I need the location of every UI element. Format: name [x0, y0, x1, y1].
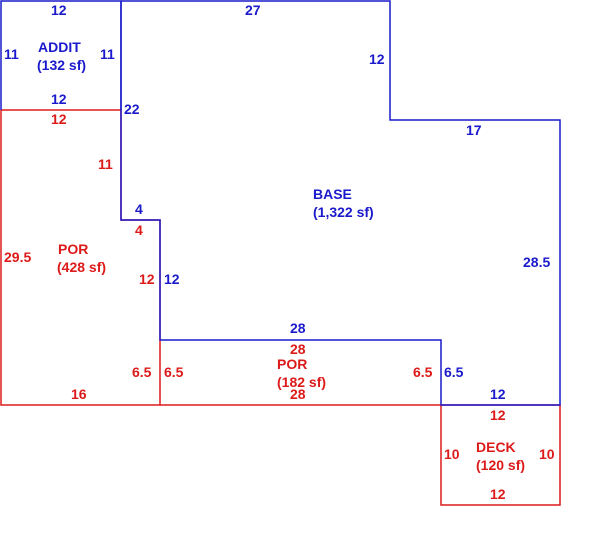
dim-por-inner-upper: 11: [98, 156, 113, 172]
deck-name-label: DECK: [476, 439, 516, 455]
dim-deck-bottom: 12: [490, 486, 506, 502]
dim-base-bottom-right-side: 6.5: [444, 364, 464, 380]
dim-deck-left: 10: [444, 446, 460, 462]
por-left-area-label: (428 sf): [57, 259, 106, 275]
addit-area-label: (132 sf): [37, 57, 86, 73]
dim-base-notch-side: 12: [164, 271, 180, 287]
dim-base-notch-top: 4: [135, 201, 143, 217]
deck-area-label: (120 sf): [476, 457, 525, 473]
dim-base-bottom-left-side: 6.5: [164, 364, 184, 380]
dim-por-notch-side: 12: [139, 271, 155, 287]
addit-name-label: ADDIT: [38, 39, 81, 55]
por-center-name-label: POR: [277, 356, 307, 372]
dim-base-top: 27: [245, 2, 261, 18]
dim-base-step-top: 17: [466, 122, 482, 138]
dim-por-inner-lower: 6.5: [132, 364, 152, 380]
dim-por2-right: 6.5: [413, 364, 433, 380]
dim-deck-right: 10: [539, 446, 555, 462]
dim-addit-left: 11: [4, 46, 19, 62]
por-center-area-label: (182 sf): [277, 374, 326, 390]
dim-base-bottom: 28: [290, 320, 306, 336]
dim-base-left-upper: 22: [124, 101, 140, 117]
dim-base-right-upper: 12: [369, 51, 385, 67]
dim-por2-top: 28: [290, 341, 306, 357]
dim-por-notch-top: 4: [135, 222, 143, 238]
dim-addit-bottom: 12: [51, 91, 67, 107]
dim-deck-top: 12: [490, 407, 506, 423]
dim-base-bottom-right: 12: [490, 386, 506, 402]
dim-por-left: 29.5: [4, 249, 31, 265]
base-name-label: BASE: [313, 186, 352, 202]
dim-addit-right: 11: [100, 46, 115, 62]
dim-por-top: 12: [51, 111, 67, 127]
dim-base-right: 28.5: [523, 254, 550, 270]
por-left-name-label: POR: [58, 241, 88, 257]
dim-por-bottom: 16: [71, 386, 87, 402]
dim-por2-bottom: 28: [290, 386, 306, 402]
dim-addit-top: 12: [51, 2, 67, 18]
base-outline: [120, 0, 561, 406]
base-area-label: (1,322 sf): [313, 204, 374, 220]
